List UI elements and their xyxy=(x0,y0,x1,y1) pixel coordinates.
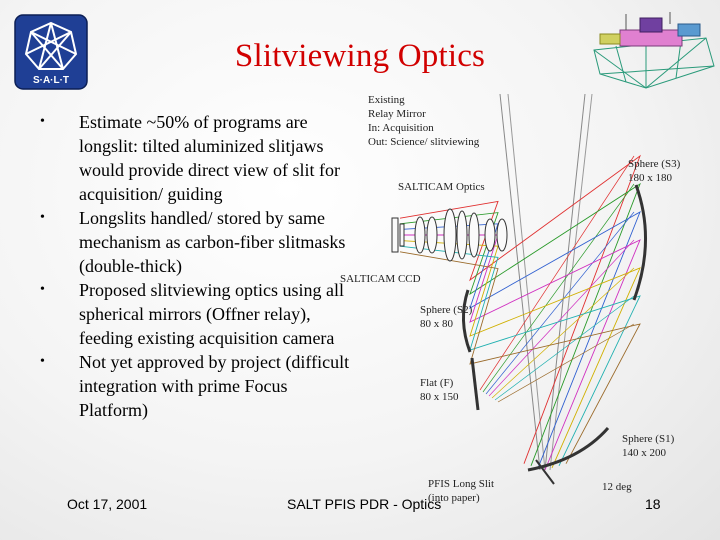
bullet-text: Not yet approved by project (difficult i… xyxy=(79,352,350,420)
relay-beams xyxy=(499,93,593,471)
sphere-s2-size: 80 x 80 xyxy=(420,318,454,330)
ray xyxy=(485,211,635,395)
ray xyxy=(494,295,635,401)
slide-title: Slitviewing Optics xyxy=(234,38,486,74)
footer-title: SALT PFIS PDR - Optics xyxy=(287,496,442,512)
angle-label: 12 deg xyxy=(602,481,632,493)
sphere-s1-label: Sphere (S1) xyxy=(622,433,675,445)
bullet-marker: • xyxy=(40,282,45,297)
salticam-optics-label: SALTICAM Optics xyxy=(398,181,485,193)
salticam-ccd-label: SALTICAM CCD xyxy=(340,273,421,285)
bullet-item: • Estimate ~50% of programs are longslit:… xyxy=(40,110,360,206)
salticam-assembly xyxy=(391,208,508,262)
bullet-text: Longslits handled/ stored by same mechan… xyxy=(79,208,346,276)
bullet-item: • Proposed slitviewing optics using all s… xyxy=(40,278,360,350)
flat-label: Flat (F) xyxy=(420,377,454,389)
logo-text: S·A·L·T xyxy=(33,75,69,86)
sphere-s3-size: 180 x 180 xyxy=(628,172,673,184)
bullet-item: • Longslits handled/ stored by same mecha… xyxy=(40,206,360,278)
pfis-long-slit-label: PFIS Long Slit xyxy=(428,478,494,490)
pfis-long-slit xyxy=(535,459,555,485)
existing-label: Existing xyxy=(368,94,405,106)
into-paper-label: (into paper) xyxy=(428,492,480,504)
footer-date: Oct 17, 2001 xyxy=(67,496,148,512)
in-acquisition-label: In: Acquisition xyxy=(368,122,434,134)
ray xyxy=(497,323,635,403)
sphere-s3-label: Sphere (S3) xyxy=(628,158,681,170)
flat-mirror xyxy=(470,357,480,411)
flat-size: 80 x 150 xyxy=(420,391,459,403)
bullet-marker: • xyxy=(40,210,45,225)
sphere-s2-label: Sphere (S2) xyxy=(420,304,473,316)
optics-ray-diagram: Existing Relay Mirror In: Acquisition Ou… xyxy=(340,93,681,504)
ray xyxy=(491,267,635,399)
bullet-marker: • xyxy=(40,114,45,129)
ray-bundle xyxy=(399,154,641,471)
salt-logo: S·A·L·T xyxy=(14,14,88,90)
telescope-structure-illustration xyxy=(593,12,715,89)
sphere-s1-mirror xyxy=(527,427,610,472)
sphere-s2-mirror xyxy=(461,289,472,353)
relay-mirror-label: Relay Mirror xyxy=(368,108,426,120)
ray xyxy=(479,155,635,391)
slide-number: 18 xyxy=(645,496,661,512)
bullet-text: Estimate ~50% of programs are longslit: … xyxy=(79,112,340,204)
ray xyxy=(399,251,641,464)
bullet-text: Proposed slitviewing optics using all sp… xyxy=(79,280,344,348)
ray xyxy=(488,239,635,397)
bullet-marker: • xyxy=(40,354,45,369)
sphere-s3-mirror xyxy=(632,184,648,301)
out-science-label: Out: Science/ slitviewing xyxy=(368,136,480,148)
bullet-list: • Estimate ~50% of programs are longslit:… xyxy=(40,110,360,422)
bullet-item: • Not yet approved by project (difficult … xyxy=(40,350,360,422)
sphere-s1-size: 140 x 200 xyxy=(622,447,667,459)
ray xyxy=(482,183,635,393)
